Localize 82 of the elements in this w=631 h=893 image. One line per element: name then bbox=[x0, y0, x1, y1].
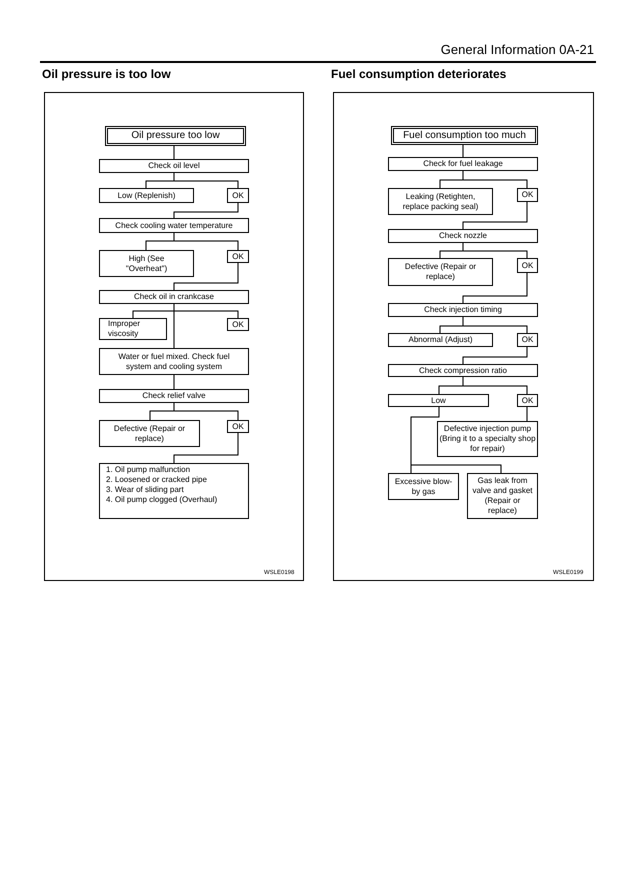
page-header: General Information 0A-21 bbox=[440, 43, 594, 56]
node-text: OK bbox=[232, 320, 244, 330]
process-box bbox=[99, 420, 200, 447]
process-box bbox=[99, 348, 249, 375]
connector-line bbox=[462, 346, 528, 364]
node-text: Gas leak from valve and gasket (Repair or replace) bbox=[471, 476, 534, 516]
title-box bbox=[105, 126, 246, 146]
process-box bbox=[388, 258, 493, 286]
process-box bbox=[99, 290, 249, 304]
node-text: Check injection timing bbox=[424, 305, 502, 315]
node-text: Check for fuel leakage bbox=[423, 159, 503, 169]
node-text: Check relief valve bbox=[142, 391, 206, 401]
connector-line bbox=[410, 406, 502, 474]
node-text: Check compression ratio bbox=[418, 366, 508, 376]
process-box bbox=[388, 303, 538, 317]
process-box bbox=[99, 188, 194, 203]
title-box bbox=[391, 126, 538, 145]
node-text: Fuel consumption too much bbox=[403, 130, 526, 140]
ok-box bbox=[227, 188, 249, 203]
node-text: Oil pressure too low bbox=[131, 131, 220, 141]
node-text: Defective injection pump (Bring it to a specialty shop for repair) bbox=[438, 424, 537, 454]
node-text: Abnormal (Adjust) bbox=[408, 335, 473, 345]
list-item: 3. Wear of sliding part bbox=[106, 485, 185, 495]
connector-line bbox=[526, 406, 528, 422]
node-text: OK bbox=[232, 422, 244, 432]
node-text: Check oil in crankcase bbox=[134, 292, 214, 302]
process-box bbox=[99, 159, 249, 173]
process-box bbox=[388, 188, 493, 215]
connector-line bbox=[174, 402, 238, 420]
connector-line bbox=[462, 144, 464, 158]
process-box bbox=[99, 318, 167, 340]
list-item: 1. Oil pump malfunction bbox=[106, 465, 192, 475]
node-text: Low bbox=[431, 396, 446, 406]
ok-box bbox=[227, 318, 249, 331]
node-text: Excessive blow-by gas bbox=[394, 476, 454, 496]
node-text: OK bbox=[232, 190, 244, 200]
list-item: 4. Oil pump clogged (Overhaul) bbox=[106, 495, 218, 505]
connector-line bbox=[462, 242, 528, 258]
connector-line bbox=[462, 272, 528, 304]
ok-box bbox=[227, 250, 249, 263]
list-item: 2. Loosened or cracked pipe bbox=[106, 475, 208, 485]
ok-box bbox=[517, 188, 538, 202]
panel-heading: Fuel consumption deteriorates bbox=[331, 68, 506, 80]
connector-line bbox=[174, 202, 238, 218]
ok-box bbox=[227, 420, 249, 433]
panel-heading: Oil pressure is too low bbox=[42, 68, 171, 80]
ok-box bbox=[517, 394, 538, 407]
process-box bbox=[388, 394, 489, 407]
node-text: Defective (Repair or replace) bbox=[404, 262, 478, 282]
node-text: OK bbox=[522, 335, 534, 345]
process-box bbox=[388, 333, 493, 347]
connector-line bbox=[174, 232, 238, 250]
node-text: Improper viscosity bbox=[108, 319, 142, 339]
node-text: OK bbox=[522, 396, 534, 406]
cause-list-box bbox=[99, 463, 249, 519]
node-text: High (See "Overheat") bbox=[124, 254, 168, 274]
node-text: Low (Replenish) bbox=[118, 190, 176, 200]
connector-line bbox=[174, 172, 238, 188]
node-text: OK bbox=[522, 260, 534, 270]
node-text: OK bbox=[232, 252, 244, 262]
ok-box bbox=[517, 333, 538, 347]
node-text: Check nozzle bbox=[438, 231, 488, 241]
node-text: OK bbox=[522, 190, 534, 200]
process-box bbox=[388, 157, 538, 171]
process-box bbox=[99, 389, 249, 403]
ok-box bbox=[517, 258, 538, 273]
node-text: Leaking (Retighten, replace packing seal) bbox=[402, 192, 480, 212]
connector-line bbox=[462, 202, 528, 230]
node-text: Water or fuel mixed. Check fuel system and cooling system bbox=[117, 352, 231, 372]
process-box bbox=[99, 218, 249, 233]
connector-line bbox=[174, 262, 238, 290]
process-box bbox=[388, 364, 538, 377]
connector-line bbox=[174, 432, 238, 464]
process-box bbox=[388, 473, 459, 500]
process-box bbox=[388, 229, 538, 243]
connector-line bbox=[462, 316, 528, 334]
node-text: Check cooling water temperature bbox=[115, 220, 233, 230]
node-text: Defective (Repair or replace) bbox=[112, 424, 186, 444]
node-text: Check oil level bbox=[148, 161, 200, 171]
connector-line bbox=[462, 170, 528, 188]
connector-line bbox=[462, 376, 528, 394]
process-box bbox=[99, 250, 194, 277]
